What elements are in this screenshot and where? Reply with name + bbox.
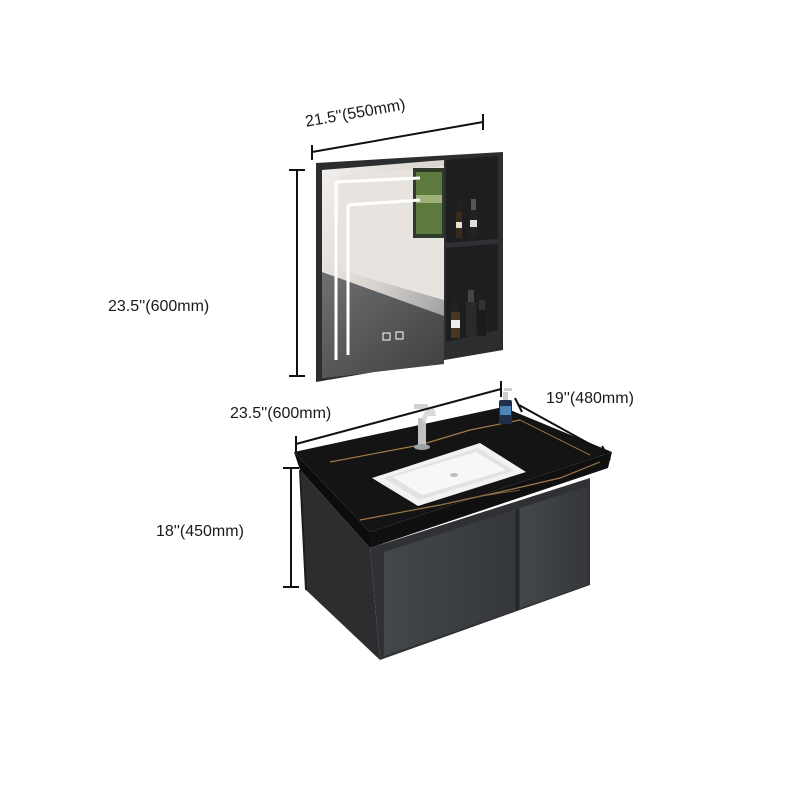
cabinet-door-right	[520, 486, 588, 608]
touch-button-icon	[395, 331, 404, 340]
bottle-icon	[466, 290, 476, 336]
mirror-height-label: 23.5''(600mm)	[108, 298, 210, 315]
vanity-cabinet	[294, 388, 612, 660]
cabinet-body	[300, 470, 380, 660]
bottle-icon	[478, 300, 486, 336]
sink-icon	[372, 443, 526, 506]
vanity-height-label: 18''(450mm)	[156, 523, 244, 540]
bottle-icon	[470, 199, 477, 237]
marble-vein	[329, 419, 521, 463]
vanity-width-label: 23.5''(600mm)	[230, 405, 332, 422]
soap-dispenser-icon	[499, 388, 512, 424]
cabinet-door-left	[384, 510, 515, 656]
led-strip	[335, 176, 421, 184]
touch-button-icon	[382, 332, 391, 341]
faucet-icon	[414, 404, 436, 450]
mirror-cabinet-icon	[316, 152, 503, 382]
dimension-lines	[283, 114, 611, 588]
bottle-icon	[451, 300, 460, 338]
bottle-icon	[456, 202, 462, 238]
vanity-depth-label: 19''(480mm)	[546, 390, 634, 407]
